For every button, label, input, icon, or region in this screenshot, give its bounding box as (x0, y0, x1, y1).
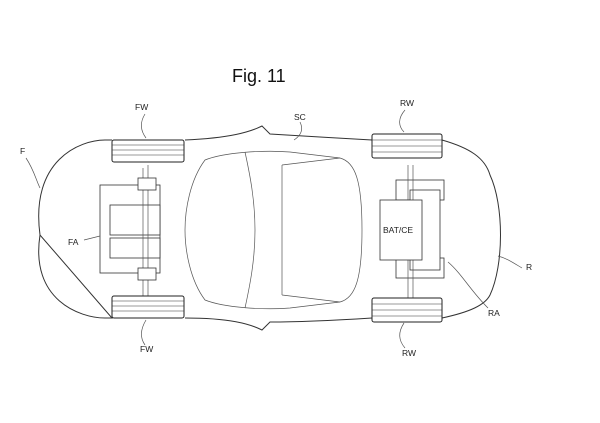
leader-fw-top (141, 114, 146, 138)
rear-window-frame (282, 158, 340, 302)
label-f: F (20, 146, 25, 156)
rear-wheel-bottom (372, 298, 442, 322)
leader-r (498, 256, 522, 268)
windshield-frame (245, 152, 255, 308)
label-r: R (526, 262, 532, 272)
label-rw-top: RW (400, 98, 414, 108)
front-wheel-top (112, 140, 184, 162)
label-ra: RA (488, 308, 500, 318)
battery-label: BAT/CE (383, 225, 413, 235)
leader-sc (294, 122, 302, 140)
front-wheel-bottom (112, 296, 184, 318)
label-fw-bottom: FW (140, 344, 153, 354)
figure-title: Fig. 11 (232, 66, 286, 86)
leader-fa (84, 236, 100, 240)
leader-f (26, 158, 40, 188)
leader-rw-top (400, 110, 405, 132)
cockpit-outline (185, 151, 362, 308)
rear-wheel-top (372, 134, 442, 158)
leader-fw-bottom (141, 320, 146, 345)
front-axle-assembly (100, 165, 160, 300)
label-fw-top: FW (135, 102, 148, 112)
leader-ra (448, 262, 488, 308)
label-sc: SC (294, 112, 306, 122)
leader-rw-bottom (400, 323, 405, 348)
label-rw-bottom: RW (402, 348, 416, 358)
label-fa: FA (68, 237, 79, 247)
